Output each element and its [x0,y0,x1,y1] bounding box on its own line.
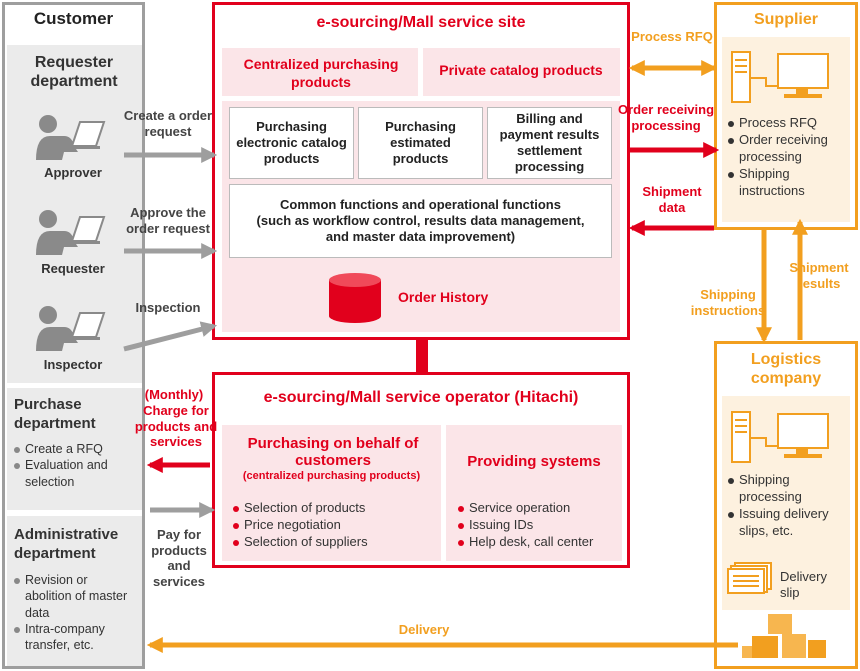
list-item: Intra-company transfer, etc. [14,621,134,654]
list-item: Shipping instructions [728,166,850,200]
purchase-department-list: Create a RFQ Evaluation and selection [14,441,138,490]
approver-icon [34,112,114,162]
purchasing-on-behalf-subtitle: (centralized purchasing products) [242,470,421,482]
approve-order-label: Approve the order request [126,205,210,236]
common-functions-box: Common functions and operational functio… [229,184,612,258]
administrative-department-panel [7,516,142,666]
administrative-department-title: Administrative department [14,526,119,562]
shipping-instructions-label: Shipping instructions [690,287,766,318]
order-receiving-label: Order receiving processing [617,102,715,133]
list-item: Process RFQ [728,115,850,132]
list-item: Issuing delivery slips, etc. [728,506,850,540]
process-rfq-label: Process RFQ [631,29,713,44]
list-item: Price negotiation [233,517,438,534]
billing-settlement-box: Billing and payment results settlement p… [487,107,612,179]
purchasing-on-behalf-title: Purchasing on behalf of customers [247,435,419,470]
approver-label: Approver [44,165,102,180]
customer-title: Customer [33,9,114,28]
list-item: Service operation [458,500,620,517]
operator-right-panel [446,425,622,561]
delivery-slip-label: Delivery slip [780,569,827,601]
supplier-list: Process RFQ Order receiving processing S… [728,115,850,199]
site-operator-connector [416,340,428,372]
delivery-label: Delivery [398,622,450,637]
inspector-icon [34,303,114,353]
computer-icon [730,50,834,106]
centralized-purchasing-products: Centralized purchasing products [243,56,399,90]
purchase-department-title: Purchase department [14,396,96,432]
list-item: Selection of products [233,500,438,517]
administrative-department-list: Revision or abolition of master data Int… [14,572,134,653]
purchase-department-panel [7,388,142,510]
providing-systems-title: Providing systems [467,453,601,470]
order-history-label: Order History [398,289,489,305]
list-item: Selection of suppliers [233,534,438,551]
private-catalog-products: Private catalog products [439,62,603,78]
site-title: e-sourcing/Mall service site [316,14,526,31]
site-divider [418,48,423,96]
database-icon [327,272,383,324]
requester-icon [34,207,114,257]
operator-left-panel [222,425,441,561]
purchasing-estimated-box: Purchasing estimated products [358,107,483,179]
list-item: Create a RFQ [14,441,138,457]
boxes-icon [740,612,830,662]
shipment-data-label: Shipment data [642,184,702,215]
create-order-label: Create a order request [123,108,213,139]
supplier-title: Supplier [753,11,818,28]
requester-label: Requester [41,261,105,276]
site-divider [222,96,620,101]
shipment-results-label: Shipment results [789,260,849,291]
list-item: Order receiving processing [728,132,850,166]
list-item: Issuing IDs [458,517,620,534]
delivery-slip-icon [727,561,775,595]
inspector-label: Inspector [43,357,103,372]
logistics-list: Shipping processing Issuing delivery sli… [728,472,850,540]
charge-label: Charge for products and services [134,403,218,450]
list-item: Help desk, call center [458,534,620,551]
list-item: Revision or abolition of master data [14,572,134,621]
common-functions-line: (such as workflow control, results data … [256,212,585,228]
list-item: Evaluation and selection [14,457,138,490]
pay-label: Pay for products and services [151,527,207,589]
purchasing-catalog-box: Purchasing electronic catalog products [229,107,354,179]
logistics-title: Logistics company [750,351,822,388]
common-functions-line: Common functions and operational functio… [280,196,561,212]
common-functions-line: and master data improvement) [325,229,516,245]
providing-systems-list: Service operation Issuing IDs Help desk,… [458,500,620,551]
list-item: Shipping processing [728,472,850,506]
inspection-label: Inspection [135,300,201,315]
monthly-label: (Monthly) [144,387,204,402]
purchasing-on-behalf-list: Selection of products Price negotiation … [233,500,438,551]
computer-icon [730,410,834,466]
requester-department-title: Requester department [30,54,118,91]
operator-title: e-sourcing/Mall service operator (Hitach… [263,389,579,406]
